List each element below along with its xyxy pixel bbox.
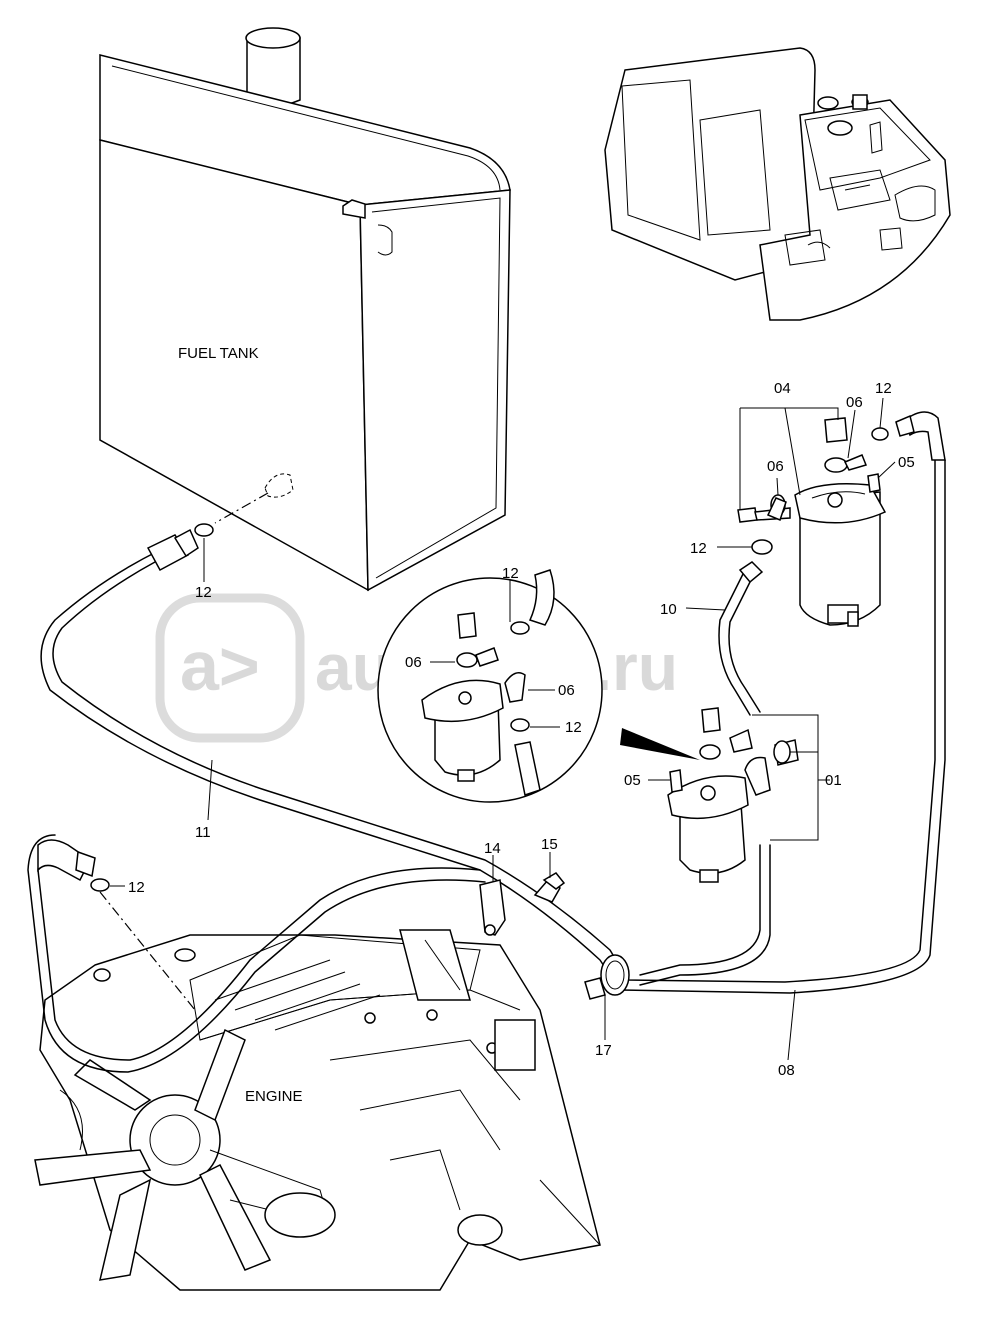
callout-15: 15: [541, 836, 558, 853]
callout-10: 10: [660, 601, 677, 618]
callout-06-detail-left: 06: [405, 654, 422, 671]
callout-12-top: 12: [875, 380, 892, 397]
detail-magnifier: [377, 569, 700, 803]
callout-06-mid: 06: [767, 458, 784, 475]
callout-14: 14: [484, 840, 501, 857]
callout-06-detail-right: 06: [558, 682, 575, 699]
callout-12-detail-top: 12: [502, 565, 519, 582]
callouts: 04 06 12 05 06 12 10 01 05 12 11 14 15 1…: [128, 380, 915, 1079]
callout-12-tank: 12: [195, 584, 212, 601]
fuel-tank: FUEL TANK: [99, 27, 511, 592]
callout-12-engine: 12: [128, 879, 145, 896]
callout-11: 11: [195, 824, 211, 841]
callout-04: 04: [774, 380, 791, 397]
callout-06-top: 06: [846, 394, 863, 411]
callout-05-mid: 05: [624, 772, 641, 789]
excavator-thumbnail: [604, 47, 951, 321]
clamp-17: [584, 954, 630, 1000]
fuel-filter-top: [737, 417, 889, 627]
callout-12-filter: 12: [690, 540, 707, 557]
callout-17: 17: [595, 1042, 612, 1059]
engine-label: ENGINE: [245, 1088, 303, 1105]
leader-lines: [110, 397, 896, 1061]
callout-08: 08: [778, 1062, 795, 1079]
engine: ENGINE: [34, 929, 601, 1291]
callout-12-detail-right: 12: [565, 719, 582, 736]
pipe-11-outer: [40, 459, 946, 994]
pipe-08-inner: [52, 459, 936, 983]
callout-01: 01: [825, 772, 842, 789]
pipe-10: [718, 569, 751, 716]
pipe-filter-return: [639, 844, 771, 986]
svg-text:a>: a>: [180, 627, 260, 705]
fuel-filter-bottom: [667, 707, 799, 883]
fuel-lines: [27, 411, 946, 1073]
callout-05-top: 05: [898, 454, 915, 471]
clamp-14: [479, 872, 566, 936]
fuel-tank-label: FUEL TANK: [178, 345, 259, 362]
